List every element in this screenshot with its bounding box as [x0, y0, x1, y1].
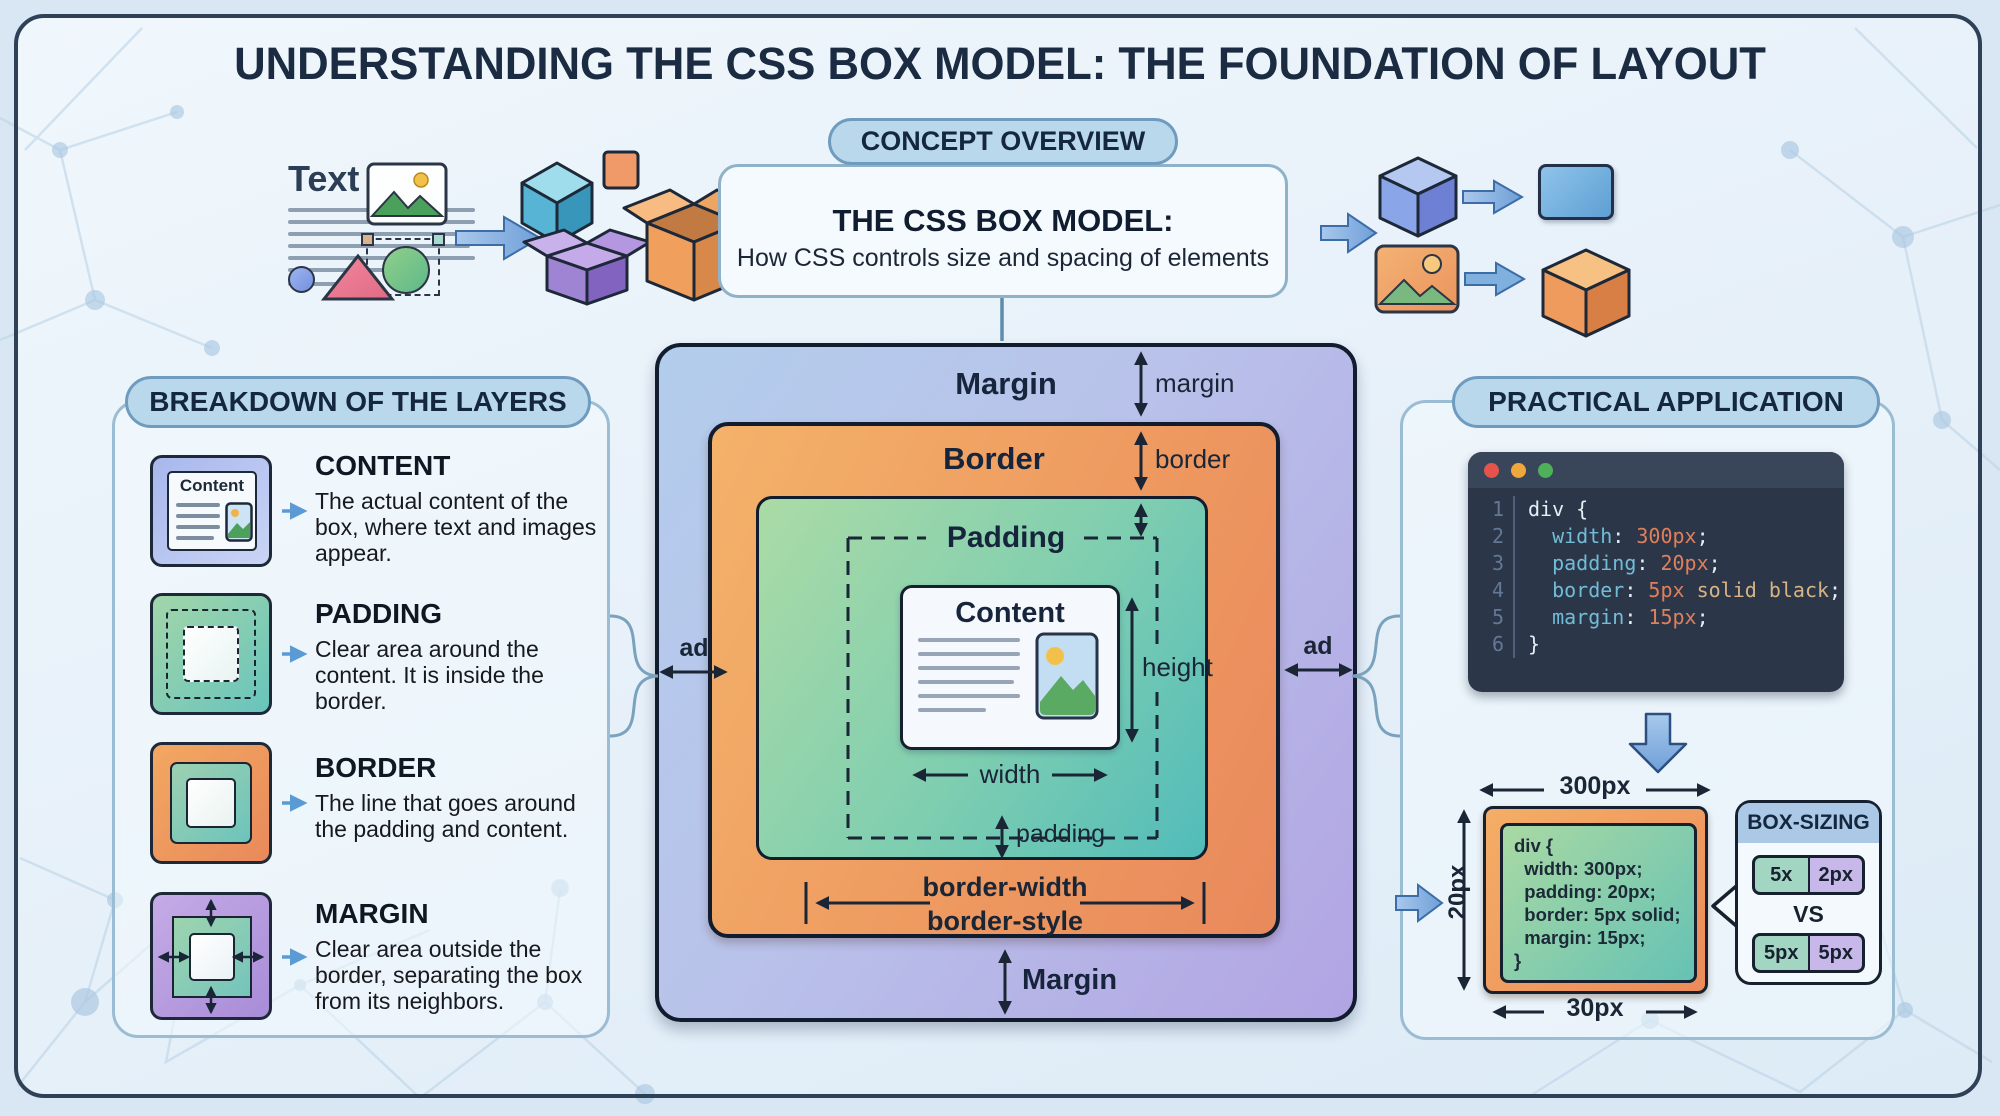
margin-item-heading: MARGIN: [315, 898, 429, 929]
text-sample-label: Text: [288, 158, 360, 199]
blue-cube-icon: [1378, 156, 1458, 238]
pointer-arrow-icon: [1395, 883, 1444, 923]
code-line: 3 padding: 20px;: [1468, 550, 1844, 577]
concept-subheading: How CSS controls size and spacing of ele…: [736, 244, 1270, 272]
content-item-heading: CONTENT: [315, 450, 451, 481]
content-text-lines-icon: [918, 638, 1028, 718]
code-line: 5 margin: 15px;: [1468, 604, 1844, 631]
maximize-window-icon: [1538, 462, 1553, 478]
content-image-icon: [1035, 632, 1099, 720]
box-sizing-cell: 5px: [1808, 933, 1865, 973]
demo-content-box: div { width: 300px; padding: 20px; borde…: [1500, 823, 1697, 983]
box-sizing-row-2: 5px 5px: [1752, 933, 1865, 973]
margin-item-body: Clear area outside the border, separatin…: [315, 936, 583, 1014]
box-sizing-title-label: BOX-SIZING: [1747, 811, 1870, 834]
boxes-cluster-icon: [520, 150, 752, 306]
breakdown-pill-label: BREAKDOWN OF THE LAYERS: [149, 386, 567, 417]
padding-20px-measure-label: 20px: [1444, 864, 1471, 920]
code-line: 6}: [1468, 631, 1844, 658]
padding-item-heading: PADDING: [315, 598, 443, 629]
border-area-label: Border: [943, 441, 1045, 476]
box-sizing-cell: 5px: [1752, 933, 1809, 973]
padding-layer-icon: [150, 593, 272, 715]
circle-shape-icon: [288, 266, 315, 293]
padding-area-label: Padding: [946, 521, 1066, 554]
box-sizing-cell: 2px: [1808, 855, 1865, 895]
selection-box-icon: [361, 233, 445, 296]
width-annotation-label: width: [979, 759, 1041, 789]
demo-border-box: div { width: 300px; padding: 20px; borde…: [1483, 806, 1708, 994]
content-area-label: Content: [955, 597, 1065, 629]
breakdown-pill: BREAKDOWN OF THE LAYERS: [125, 376, 591, 428]
concept-overview-pill: CONCEPT OVERVIEW: [828, 118, 1178, 165]
concept-heading: THE CSS BOX MODEL:: [832, 203, 1174, 238]
padding-item-body: Clear area around the content. It is ins…: [315, 636, 544, 714]
concept-overview-box: THE CSS BOX MODEL: How CSS controls size…: [718, 164, 1288, 298]
margin-30px-measure-label: 30px: [1566, 994, 1624, 1022]
triangle-shape-icon: [320, 253, 396, 301]
vs-label: VS: [1793, 901, 1824, 927]
border-width-label: border-width: [922, 872, 1088, 902]
ad-right-label: ad: [1303, 632, 1333, 660]
margin-annotation-label: margin: [1155, 368, 1235, 398]
height-annotation-label: height: [1142, 652, 1213, 682]
margin-layer-icon: [150, 892, 272, 1020]
transform-arrow-icon: [455, 215, 542, 261]
width-300px-measure-label: 300px: [1559, 772, 1631, 800]
maps-to-arrow-icon: [1464, 261, 1527, 297]
bubble-tail: [1711, 880, 1743, 932]
demo-code: div { width: 300px; padding: 20px; borde…: [1514, 835, 1681, 971]
margin-area-label: Margin: [955, 366, 1057, 401]
content-icon-label: Content: [179, 476, 245, 495]
orange-cube-icon: [1541, 248, 1631, 338]
border-layer-icon: [150, 742, 272, 864]
page-title: UNDERSTANDING THE CSS BOX MODEL: THE FOU…: [234, 38, 1766, 89]
box-sizing-row-1: 5x 2px: [1752, 855, 1865, 895]
border-item-heading: BORDER: [315, 752, 437, 783]
margin-bottom-label: Margin: [1022, 964, 1118, 996]
border-style-label: border-style: [926, 906, 1084, 936]
practical-pill-label: PRACTICAL APPLICATION: [1488, 386, 1844, 417]
box-sizing-cell: 5x: [1752, 855, 1809, 895]
code-line: 2 width: 300px;: [1468, 523, 1844, 550]
concept-overview-pill-label: CONCEPT OVERVIEW: [860, 126, 1146, 156]
down-arrow-icon: [1628, 712, 1688, 774]
border-item-body: The line that goes around the padding an…: [315, 790, 576, 842]
code-line: 4 border: 5px solid black;: [1468, 577, 1844, 604]
minimize-window-icon: [1511, 462, 1526, 478]
image-icon: [366, 162, 448, 226]
blue-element-box: [1538, 164, 1614, 220]
box-sizing-title: BOX-SIZING: [1738, 803, 1879, 843]
flow-arrow-icon: [1320, 212, 1378, 254]
practical-pill: PRACTICAL APPLICATION: [1452, 376, 1880, 428]
ad-left-label: ad: [679, 634, 709, 662]
content-item-body: The actual content of the box, where tex…: [315, 488, 597, 566]
orange-image-icon: [1374, 244, 1460, 314]
close-window-icon: [1484, 462, 1499, 478]
border-annotation-label: border: [1155, 444, 1231, 474]
box-sizing-bubble: BOX-SIZING 5x 2px VS 5px 5px: [1735, 800, 1882, 985]
code-editor-titlebar: [1468, 452, 1844, 488]
maps-to-arrow-icon: [1462, 179, 1525, 215]
content-layer-icon: Content: [150, 455, 272, 567]
padding-annotation-label: padding: [1016, 820, 1105, 848]
